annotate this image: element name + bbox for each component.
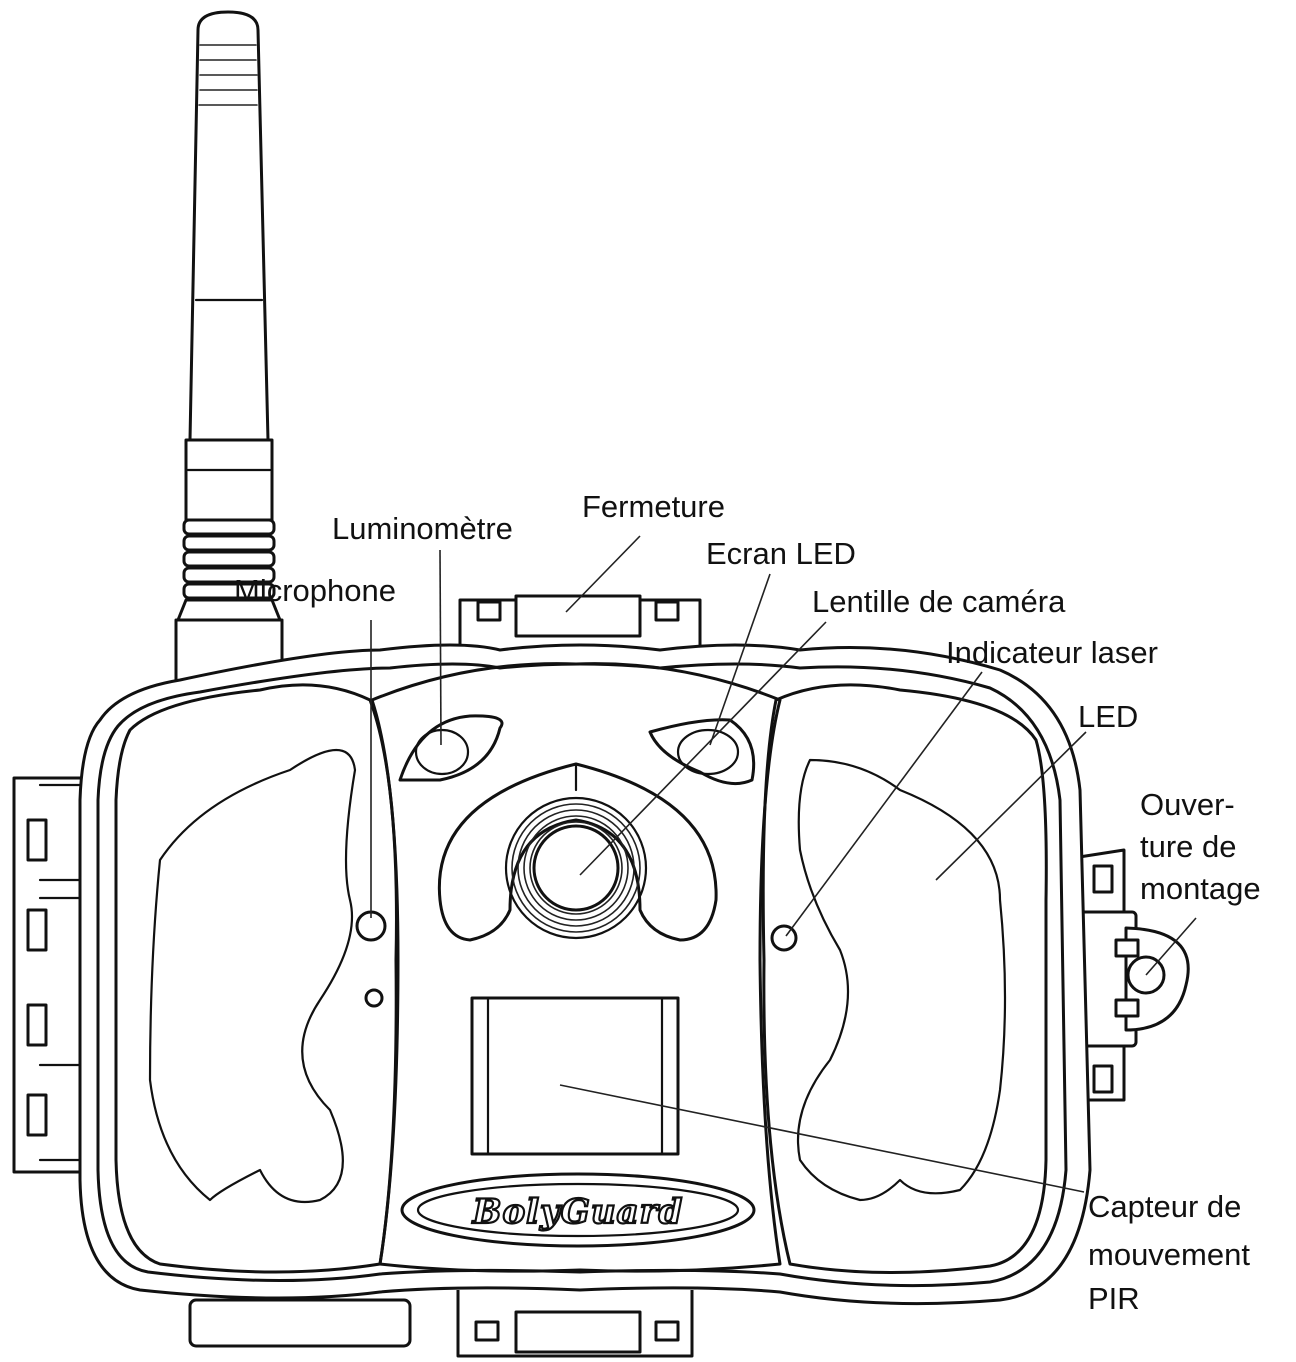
brand-logo: BolyGuard [400,1172,756,1248]
label-ouverture-line2: ture de [1140,829,1237,864]
label-luminometre: Luminomètre [332,511,513,546]
label-fermeture: Fermeture [582,489,725,524]
bottom-latch [456,1290,694,1358]
label-indicateur-laser: Indicateur laser [946,635,1158,670]
label-ouverture-line3: montage [1140,871,1261,906]
antenna [174,10,284,712]
leader-lentille [579,621,827,876]
lens-assembly [437,762,718,942]
leader-capteur [559,1084,1085,1193]
label-led: LED [1078,699,1139,734]
label-lentille: Lentille de caméra [812,584,1066,619]
label-capteur-line2: mouvement [1088,1237,1250,1272]
light-sensor [398,714,504,782]
top-latch [458,594,702,660]
logo-text: BolyGuard [472,1192,684,1232]
leader-ouverture [1145,917,1197,976]
leader-ecran-led [709,573,771,746]
center-panel [370,662,782,1273]
label-microphone: Microphone [234,573,396,608]
label-capteur-line3: PIR [1088,1281,1140,1316]
bottom-foot [188,1298,412,1348]
label-ouverture-line1: Ouver- [1140,787,1235,822]
leader-lines [370,535,1197,1193]
microphone-hole [355,910,387,1008]
leader-luminometre [439,549,442,746]
led-screen [648,718,756,786]
laser-indicator [770,924,798,952]
camera-body [78,643,1092,1306]
leader-led [935,731,1087,881]
leader-indicateur [785,671,983,937]
label-ecran-led: Ecran LED [706,536,856,571]
leader-fermeture [565,535,641,613]
pir-sensor [470,996,680,1156]
label-capteur-line1: Capteur de [1088,1189,1242,1224]
